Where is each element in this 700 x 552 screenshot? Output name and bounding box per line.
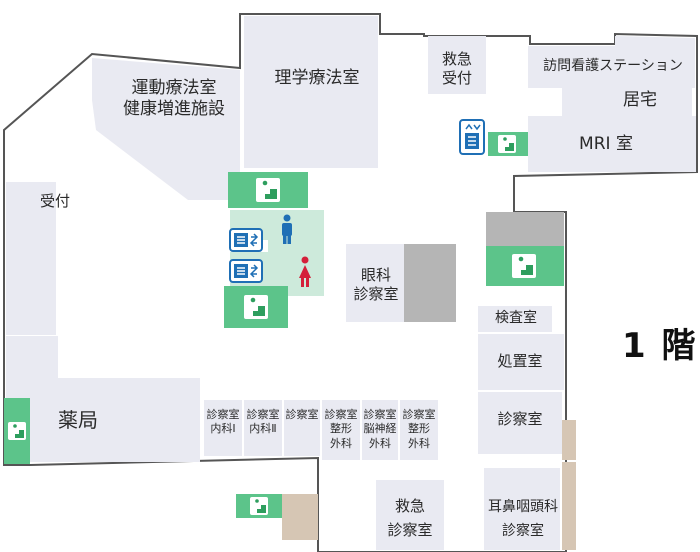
label-reception: 受付 (39, 192, 70, 210)
tan-area-right-2 (562, 462, 576, 550)
gray-shaft-right (486, 212, 564, 246)
stairs-icon (8, 422, 26, 440)
tan-area-bottom (282, 494, 318, 540)
stairs-icon (512, 254, 536, 278)
room-consult-right (478, 392, 562, 454)
elevator-icon (229, 259, 263, 283)
room-ophthalmology (346, 244, 406, 322)
label-ortho1: 診察室 整形 外科 (324, 408, 358, 450)
label-rehab: 運動療法室 健康増進施設 (123, 78, 225, 120)
floor-label: 1 階 (622, 326, 698, 366)
room-rehab (92, 58, 240, 200)
room-pt (244, 16, 378, 168)
room-home-care (562, 88, 692, 116)
room-neuro (362, 400, 398, 460)
elevator-icon (229, 228, 263, 252)
stairs-icon (244, 295, 268, 319)
room-mri (528, 116, 696, 172)
label-home-care: 居宅 (623, 90, 657, 110)
room-exam (478, 306, 552, 332)
room-ortho2 (400, 400, 438, 460)
label-consult-right: 診察室 (497, 410, 543, 428)
room-er-consult (376, 480, 444, 550)
room-pharmacy (6, 336, 200, 462)
label-pharmacy: 薬局 (58, 408, 98, 432)
room-ortho1 (322, 400, 360, 460)
room-visiting-nurse (528, 36, 695, 88)
gray-shaft-center (404, 244, 456, 322)
label-er-consult: 救急 診察室 (387, 497, 433, 539)
label-im2: 診察室 内科Ⅱ (246, 408, 280, 436)
room-im1 (204, 400, 242, 456)
stairs-icon (256, 178, 280, 202)
label-pt: 理学療法室 (274, 68, 360, 88)
male-restroom-icon (282, 214, 292, 244)
label-er-reception: 救急 受付 (441, 50, 472, 87)
elevator-icon (459, 119, 485, 155)
stairs-icon (250, 497, 268, 515)
label-im1: 診察室 内科Ⅰ (206, 408, 240, 436)
label-visiting-nurse: 訪問看護ステーション (543, 58, 683, 74)
label-mri: MRI 室 (579, 134, 633, 154)
label-neuro: 診察室 脳神経 外科 (363, 408, 397, 450)
female-restroom-icon (299, 256, 311, 287)
room-im2 (244, 400, 282, 456)
tan-area-right-1 (562, 420, 576, 460)
label-ophthalmology: 眼科 診察室 (353, 266, 399, 303)
room-consult-small (284, 400, 320, 456)
label-consult-small: 診察室 (285, 408, 319, 421)
label-exam-room: 検査室 (495, 310, 537, 326)
stairs-icon (498, 135, 516, 153)
label-ortho2: 診察室 整形 外科 (402, 408, 436, 450)
room-ent (484, 468, 560, 550)
room-er-reception (428, 36, 486, 94)
room-reception (6, 182, 56, 335)
label-treatment: 処置室 (497, 352, 543, 370)
room-treatment (478, 334, 564, 390)
label-ent: 耳鼻咽頭科 診察室 (488, 499, 558, 539)
